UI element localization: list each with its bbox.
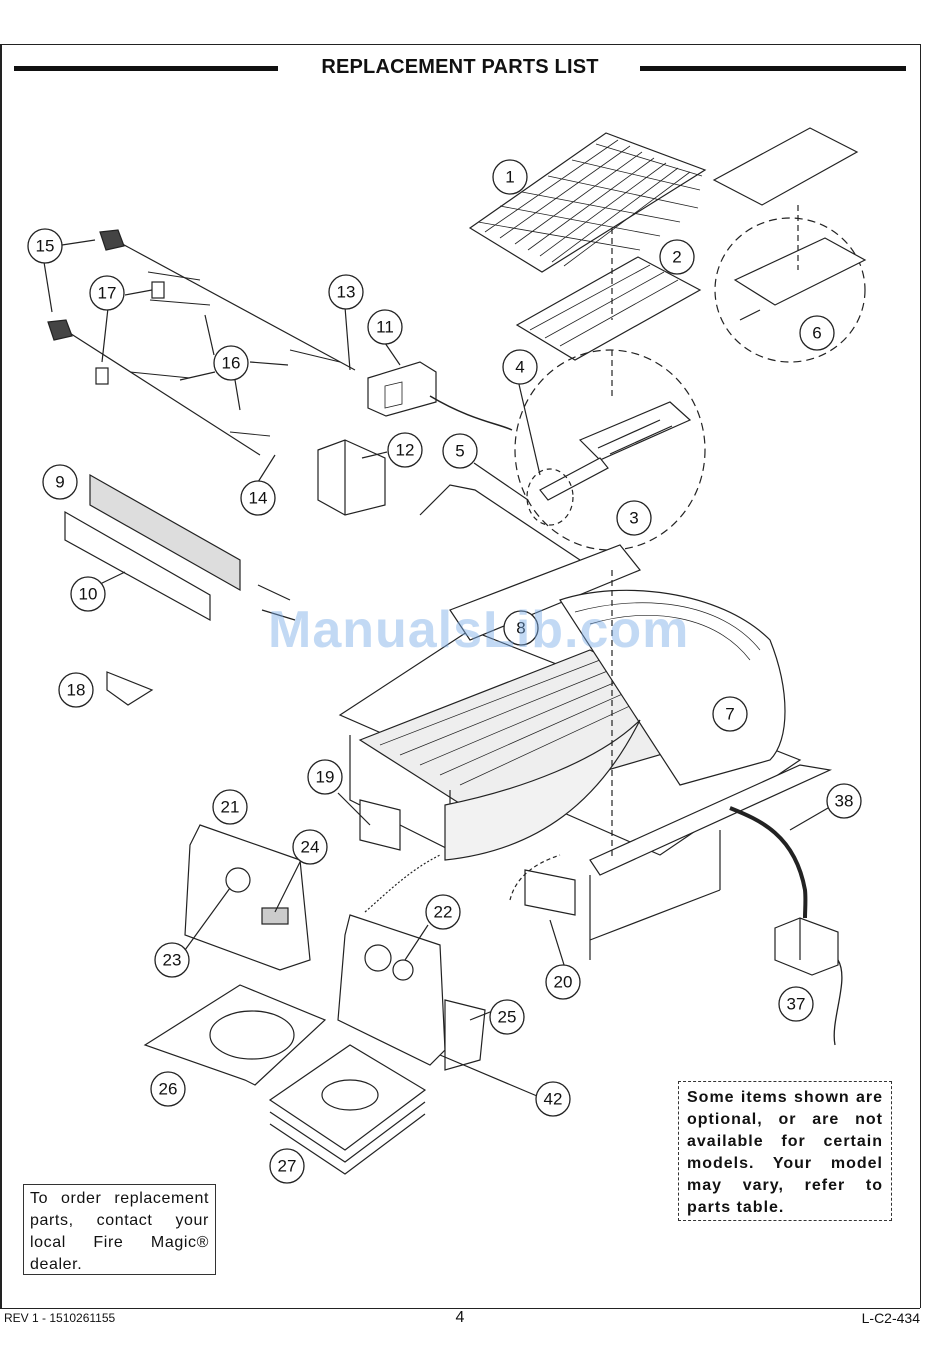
callout-22: 22 (425, 894, 461, 930)
title-rule-right (640, 66, 906, 71)
callout-26: 26 (150, 1071, 186, 1107)
grill-body-drawing (338, 484, 833, 960)
right-control-panel-drawing (337, 854, 486, 1071)
footer-revision: REV 1 - 1510261155 (4, 1311, 116, 1325)
callout-3: 3 (616, 500, 652, 536)
svg-text:7: 7 (725, 705, 734, 724)
callout-38: 38 (826, 783, 862, 819)
availability-note: Some items shown are optional, or are no… (678, 1081, 892, 1221)
callout-4: 4 (502, 349, 538, 385)
callout-5: 5 (442, 433, 478, 469)
rotisserie-drawing (47, 229, 356, 456)
burner-drawing (539, 350, 692, 501)
page-border-left (0, 44, 2, 1308)
callout-7: 7 (712, 696, 748, 732)
callout-24: 24 (292, 829, 328, 865)
callout-13: 13 (328, 274, 364, 310)
callout-19: 19 (307, 759, 343, 795)
svg-text:15: 15 (36, 237, 55, 256)
svg-text:26: 26 (159, 1080, 178, 1099)
drip-trays-drawing (268, 1044, 427, 1175)
svg-text:9: 9 (55, 473, 64, 492)
page-border-right (920, 44, 921, 1308)
svg-text:37: 37 (787, 995, 806, 1014)
svg-text:10: 10 (79, 585, 98, 604)
page-title: REPLACEMENT PARTS LIST (321, 56, 599, 78)
callout-37: 37 (778, 986, 814, 1022)
page-border-top (0, 44, 920, 45)
svg-text:4: 4 (515, 358, 524, 377)
callout-42: 42 (535, 1081, 571, 1117)
motor-bracket-drawing (317, 439, 386, 516)
svg-text:24: 24 (301, 838, 320, 857)
callout-16: 16 (213, 345, 249, 381)
svg-text:19: 19 (316, 768, 335, 787)
cooking-grid-drawing (468, 132, 707, 273)
svg-text:17: 17 (98, 284, 117, 303)
callout-21: 21 (212, 789, 248, 825)
callout-6: 6 (799, 315, 835, 351)
callout-15: 15 (27, 228, 63, 264)
radiant-drawing (515, 228, 702, 361)
svg-text:23: 23 (163, 951, 182, 970)
left-control-panel-drawing (184, 824, 311, 971)
svg-text:14: 14 (249, 489, 268, 508)
callout-9: 9 (42, 464, 78, 500)
callout-11: 11 (367, 309, 403, 345)
callout-25: 25 (489, 999, 525, 1035)
callout-8: 8 (503, 610, 539, 646)
rotisserie-motor-drawing (367, 361, 513, 431)
title-rule-left (14, 66, 278, 71)
svg-text:20: 20 (554, 973, 573, 992)
callout-10: 10 (70, 576, 106, 612)
svg-text:21: 21 (221, 798, 240, 817)
svg-text:11: 11 (376, 318, 394, 337)
transformer-drawing (729, 806, 843, 1046)
callout-1: 1 (492, 159, 528, 195)
callout-18: 18 (58, 672, 94, 708)
svg-text:22: 22 (434, 903, 453, 922)
callout-12: 12 (387, 432, 423, 468)
svg-text:5: 5 (455, 442, 464, 461)
callout-leaders (43, 239, 829, 1097)
callout-2: 2 (659, 239, 695, 275)
svg-text:1: 1 (505, 168, 514, 187)
svg-text:2: 2 (672, 248, 681, 267)
infrared-burner-drawing (64, 473, 296, 622)
watermark: ManualsLib.com (268, 601, 690, 659)
svg-text:16: 16 (222, 354, 241, 373)
svg-text:13: 13 (337, 283, 356, 302)
footer-rule (0, 1308, 920, 1309)
page-number: 4 (455, 1309, 465, 1326)
svg-text:12: 12 (396, 441, 415, 460)
callout-23: 23 (154, 942, 190, 978)
svg-text:3: 3 (629, 509, 638, 528)
grease-tray-drawing (143, 984, 327, 1086)
svg-text:6: 6 (812, 324, 821, 343)
svg-text:25: 25 (498, 1008, 517, 1027)
callout-17: 17 (89, 275, 125, 311)
svg-text:18: 18 (67, 681, 86, 700)
svg-text:38: 38 (835, 792, 854, 811)
callout-14: 14 (240, 480, 276, 516)
svg-text:42: 42 (544, 1090, 563, 1109)
svg-text:8: 8 (516, 619, 525, 638)
callout-27: 27 (269, 1148, 305, 1184)
callout-20: 20 (545, 964, 581, 1000)
sear-plate-drawing (712, 127, 867, 321)
document-code: L-C2-434 (861, 1310, 920, 1326)
svg-text:27: 27 (278, 1157, 297, 1176)
order-note: To order replacement parts, contact your… (23, 1184, 216, 1275)
